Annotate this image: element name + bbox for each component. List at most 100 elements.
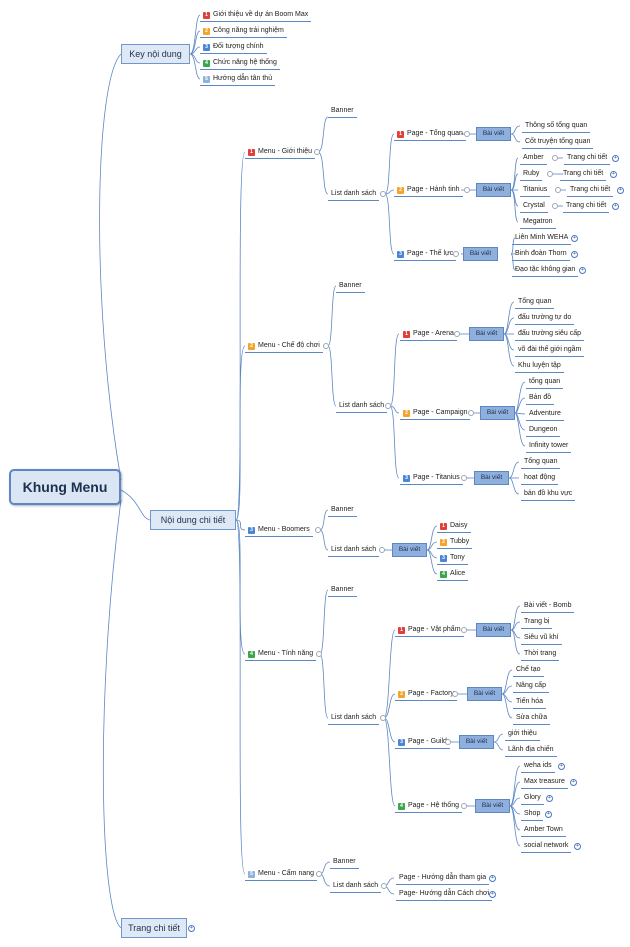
- system-item[interactable]: Max treasure: [521, 778, 568, 789]
- expand-icon[interactable]: +: [489, 891, 496, 898]
- banner-node[interactable]: Banner: [328, 586, 357, 597]
- titanius-item[interactable]: bản đồ khu vực: [520, 490, 576, 501]
- planet-item[interactable]: Ruby: [519, 170, 543, 181]
- article-node[interactable]: Bài viết: [467, 687, 502, 701]
- factory-item[interactable]: Nâng cấp: [513, 682, 549, 693]
- factory-item[interactable]: Tiến hóa: [513, 698, 546, 709]
- system-item[interactable]: Shop: [520, 810, 544, 821]
- faction-item[interactable]: Liên Minh WEHA: [511, 234, 572, 245]
- planet-item[interactable]: Crystal: [520, 202, 548, 213]
- collapse-icon[interactable]: [380, 191, 386, 197]
- list-node[interactable]: List danh sách: [329, 882, 382, 893]
- expand-icon[interactable]: +: [489, 875, 496, 882]
- planet-item[interactable]: Megatron: [520, 218, 556, 229]
- collapse-icon[interactable]: [385, 403, 391, 409]
- arena-item[interactable]: đấu trường tự do: [514, 314, 575, 325]
- guild-item[interactable]: Lãnh địa chiến: [505, 746, 557, 757]
- collapse-icon[interactable]: [464, 131, 470, 137]
- article-node[interactable]: Bài viết: [475, 799, 510, 813]
- article-node[interactable]: Bài viết: [476, 183, 511, 197]
- article-node[interactable]: Bài viết: [480, 406, 515, 420]
- item-entry[interactable]: Trang bị: [520, 618, 553, 629]
- system-item[interactable]: social network: [520, 842, 572, 853]
- collapse-icon[interactable]: [461, 475, 467, 481]
- collapse-icon[interactable]: [547, 171, 553, 177]
- collapse-icon[interactable]: [380, 715, 386, 721]
- collapse-icon[interactable]: [453, 251, 459, 257]
- expand-icon[interactable]: +: [558, 763, 565, 770]
- collapse-icon[interactable]: [323, 343, 329, 349]
- detail-page-node[interactable]: Trang chi tiết: [121, 918, 187, 938]
- expand-icon[interactable]: +: [571, 235, 578, 242]
- expand-icon[interactable]: +: [612, 155, 619, 162]
- item-entry[interactable]: Bài viết - Bomb: [520, 602, 575, 613]
- collapse-icon[interactable]: [555, 187, 561, 193]
- arena-item[interactable]: võ đài thế giới ngầm: [514, 346, 585, 357]
- banner-node[interactable]: Banner: [328, 107, 357, 118]
- list-node[interactable]: List danh sách: [327, 546, 380, 557]
- article-item[interactable]: Thông số tổng quan: [521, 122, 591, 133]
- system-item[interactable]: Amber Town: [521, 826, 566, 837]
- guide-page[interactable]: Page - Hướng dẫn tham gia: [395, 874, 490, 885]
- article-node[interactable]: Bài viết: [463, 247, 498, 261]
- planet-item[interactable]: Titanius: [519, 186, 551, 197]
- collapse-icon[interactable]: [315, 527, 321, 533]
- collapse-icon[interactable]: [381, 883, 387, 889]
- detail-content-node[interactable]: Nội dung chi tiết: [150, 510, 236, 530]
- list-node[interactable]: List danh sách: [327, 714, 380, 725]
- article-node[interactable]: Bài viết: [459, 735, 494, 749]
- collapse-icon[interactable]: [316, 871, 322, 877]
- collapse-icon[interactable]: [464, 187, 470, 193]
- expand-icon[interactable]: +: [546, 795, 553, 802]
- expand-icon[interactable]: +: [570, 779, 577, 786]
- faction-item[interactable]: Binh đoàn Thorn: [512, 250, 570, 261]
- campaign-item[interactable]: Adventure: [526, 410, 564, 421]
- list-node[interactable]: List danh sách: [327, 190, 380, 201]
- article-node[interactable]: Bài viết: [476, 127, 511, 141]
- collapse-icon[interactable]: [316, 651, 322, 657]
- article-node[interactable]: Bài viết: [392, 543, 427, 557]
- article-item[interactable]: Cốt truyện tổng quan: [521, 138, 594, 149]
- collapse-icon[interactable]: [461, 627, 467, 633]
- expand-icon[interactable]: +: [612, 203, 619, 210]
- collapse-icon[interactable]: [314, 149, 320, 155]
- collapse-icon[interactable]: [552, 203, 558, 209]
- collapse-icon[interactable]: [379, 547, 385, 553]
- titanius-item[interactable]: Tổng quan: [520, 458, 562, 469]
- detail-page-item[interactable]: Trang chi tiết: [559, 170, 607, 181]
- expand-icon[interactable]: +: [610, 171, 617, 178]
- expand-icon[interactable]: +: [188, 925, 195, 932]
- expand-icon[interactable]: +: [617, 187, 624, 194]
- campaign-item[interactable]: tổng quan: [525, 378, 564, 389]
- arena-item[interactable]: Tổng quan: [514, 298, 556, 309]
- detail-page-item[interactable]: Trang chi tiết: [566, 186, 614, 197]
- faction-item[interactable]: Đạo tặc không gian: [511, 266, 579, 277]
- key-content-node[interactable]: Key nội dung: [121, 44, 190, 64]
- collapse-icon[interactable]: [452, 691, 458, 697]
- root-node[interactable]: Khung Menu: [9, 469, 121, 505]
- collapse-icon[interactable]: [468, 410, 474, 416]
- banner-node[interactable]: Banner: [336, 282, 365, 293]
- system-item[interactable]: Glory: [521, 794, 544, 805]
- collapse-icon[interactable]: [454, 331, 460, 337]
